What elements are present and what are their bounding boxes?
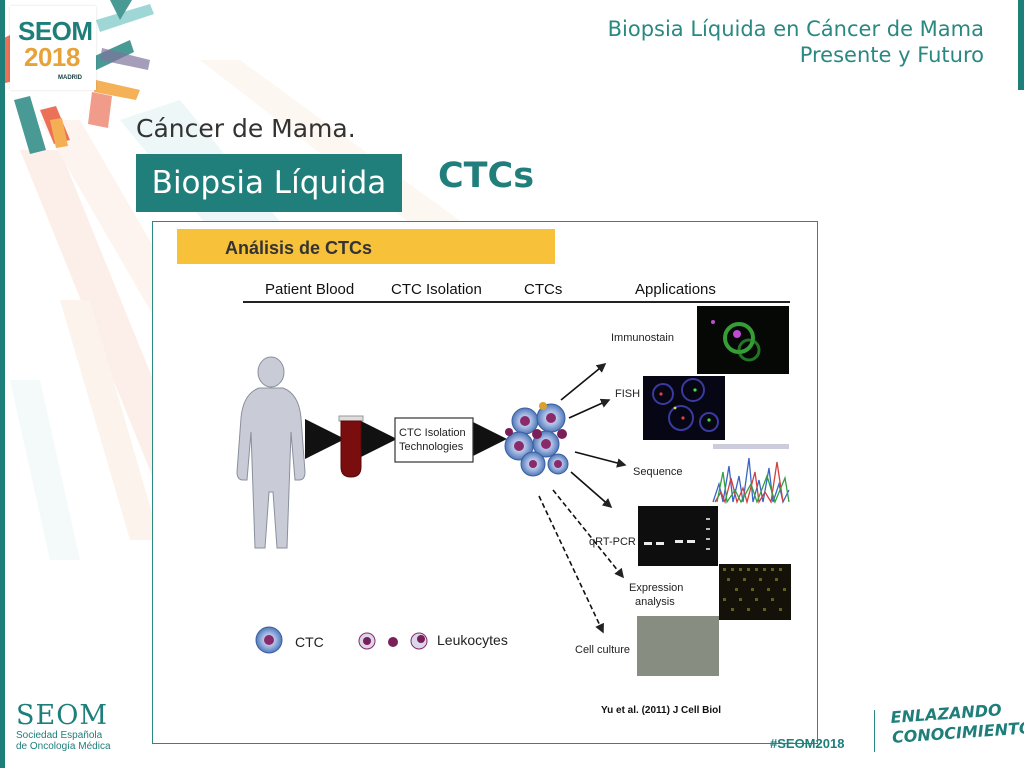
figure-diagram: Análisis de CTCs Patient Blood CTC Isola… <box>177 229 791 716</box>
arrow-to-cell-culture <box>538 495 604 634</box>
seom-org-name: SEOM <box>16 700 108 731</box>
presentation-title: Biopsia Líquida en Cáncer de Mama Presen… <box>608 16 984 68</box>
isolation-box-line2: Technologies <box>399 441 464 453</box>
logo-city-text: MADRID <box>58 75 82 81</box>
legend-leukocytes-label: Leukocytes <box>437 632 508 648</box>
seom-org-line1: Sociedad Española <box>16 730 103 741</box>
application-cell-culture: Cell culture <box>575 644 630 656</box>
column-header-applications: Applications <box>635 281 716 298</box>
slide-subtitle: Cáncer de Mama. <box>136 114 356 143</box>
sequence-chromatogram-image <box>711 442 791 506</box>
figure-banner <box>177 229 555 264</box>
seom-organization-logo: SEOM Sociedad Española de Oncología Médi… <box>16 700 111 753</box>
human-body-icon <box>236 356 306 549</box>
seom-org-line2: de Oncología Médica <box>16 741 111 752</box>
expression-microarray-image <box>719 564 791 620</box>
application-expression-line2: analysis <box>635 596 675 608</box>
arrow-to-qrtpcr <box>570 471 613 509</box>
blood-tube-icon <box>338 415 364 478</box>
hashtag: #SEOM2018 <box>770 736 845 751</box>
application-qrtpcr: qRT-PCR <box>589 536 636 548</box>
slogan: ENLAZANDO CONOCIMIENTO <box>890 698 1024 748</box>
immunostain-image <box>697 306 789 374</box>
application-immunostain: Immunostain <box>611 332 674 344</box>
arrow-to-sequence <box>574 451 627 468</box>
figure-banner-text: Análisis de CTCs <box>225 238 372 258</box>
qrtpcr-gel-image <box>638 506 718 566</box>
seom-2018-logo: SEOM 2018 MADRID <box>10 6 96 90</box>
application-sequence: Sequence <box>633 466 683 478</box>
legend-leukocytes-icon <box>358 632 428 650</box>
ctc-cluster-icon <box>504 402 569 477</box>
footer-divider <box>874 710 875 752</box>
left-accent-bar <box>0 0 5 768</box>
column-header-ctc-isolation: CTC Isolation <box>391 281 482 298</box>
application-expression-line1: Expression <box>629 582 683 594</box>
isolation-box-line1: CTC Isolation <box>399 427 466 439</box>
slide-heading: CTCs <box>438 156 535 196</box>
column-header-patient-blood: Patient Blood <box>265 281 354 298</box>
application-fish: FISH <box>615 388 640 400</box>
logo-year-text: 2018 <box>24 42 80 72</box>
arrow-to-immunostain <box>560 362 607 401</box>
legend-ctc-icon <box>255 626 283 654</box>
figure-citation: Yu et al. (2011) J Cell Biol <box>601 705 721 716</box>
ctc-analysis-figure: Análisis de CTCs Patient Blood CTC Isola… <box>152 221 818 744</box>
arrow-to-fish <box>568 398 611 419</box>
presentation-title-line1: Biopsia Líquida en Cáncer de Mama <box>607 17 984 41</box>
logo-seom-text: SEOM <box>18 16 93 46</box>
legend-ctc-label: CTC <box>295 634 324 650</box>
presentation-title-line2: Presente y Futuro <box>799 43 984 67</box>
right-accent-bar <box>1018 0 1024 90</box>
fish-image <box>643 376 725 440</box>
section-badge: Biopsia Líquida <box>136 154 402 212</box>
column-header-ctcs: CTCs <box>524 281 562 298</box>
isolation-technologies-box <box>394 417 474 463</box>
cell-culture-image <box>637 616 719 676</box>
arrow-to-expression <box>552 489 625 579</box>
